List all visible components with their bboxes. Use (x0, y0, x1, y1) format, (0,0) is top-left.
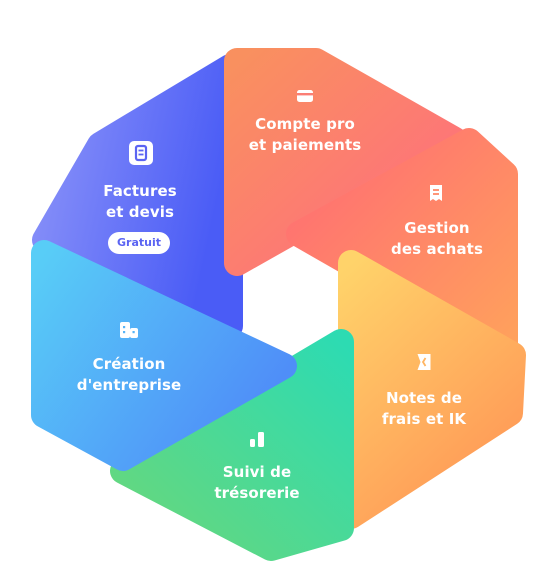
label-factures-line2: et devis (105, 203, 175, 221)
gratuit-badge: Gratuit (108, 232, 170, 254)
label-compte: Compte pro et paiements (249, 114, 362, 156)
label-tresorerie: Suivi de trésorerie (214, 462, 299, 504)
segment-creation[interactable] (31, 240, 297, 471)
label-creation-line2: d'entreprise (76, 376, 182, 394)
label-notes: Notes de frais et IK (382, 388, 466, 430)
label-factures-line1: Factures (103, 182, 177, 200)
label-factures: Factures et devis (103, 181, 177, 223)
label-creation-line1: Création (92, 355, 166, 373)
expense-ticket-icon (417, 354, 431, 370)
label-creation: Création d'entreprise (77, 354, 182, 396)
bar-chart-icon (250, 432, 264, 447)
credit-card-icon (297, 90, 313, 102)
label-achats-line1: Gestion (404, 219, 470, 237)
building-icon (120, 322, 138, 338)
label-achats: Gestion des achats (391, 218, 483, 260)
label-achats-line2: des achats (391, 240, 483, 258)
label-notes-line2: frais et IK (381, 410, 467, 428)
label-compte-line1: Compte pro (255, 115, 355, 133)
receipt-icon (430, 185, 442, 201)
invoice-icon (129, 141, 153, 165)
label-compte-line2: et paiements (248, 136, 362, 154)
label-notes-line1: Notes de (385, 389, 463, 407)
label-tresorerie-line2: trésorerie (214, 484, 300, 502)
label-tresorerie-line1: Suivi de (222, 463, 292, 481)
